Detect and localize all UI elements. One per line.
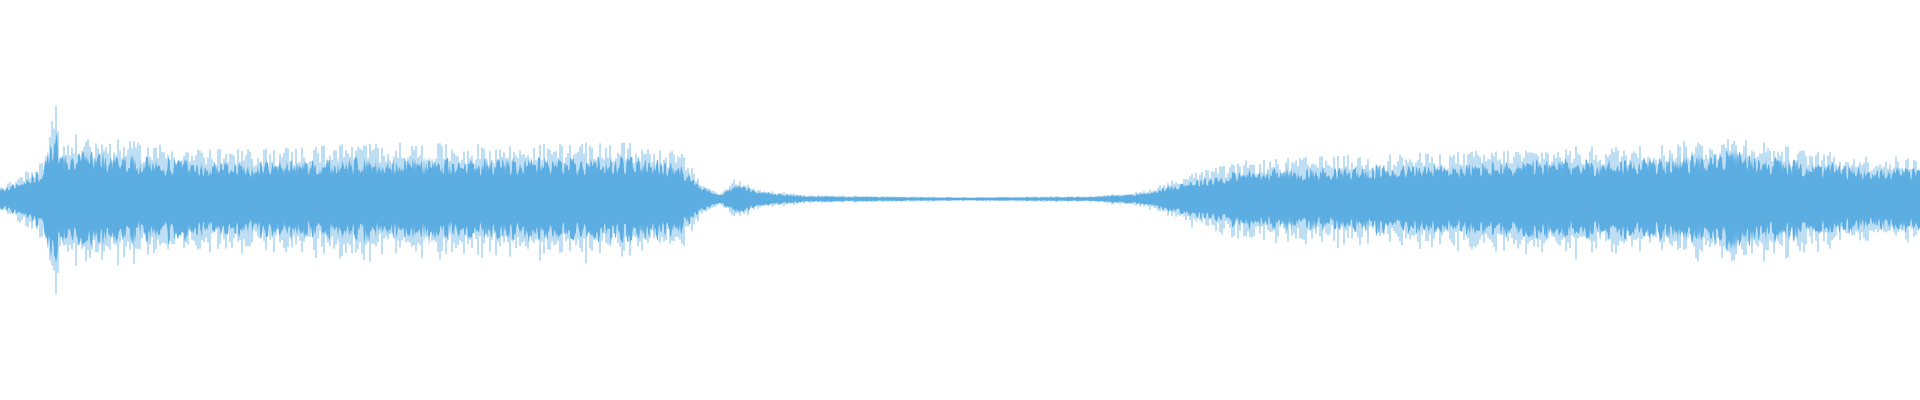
waveform-bars (0, 105, 1920, 295)
waveform-peaks (0, 105, 1920, 295)
